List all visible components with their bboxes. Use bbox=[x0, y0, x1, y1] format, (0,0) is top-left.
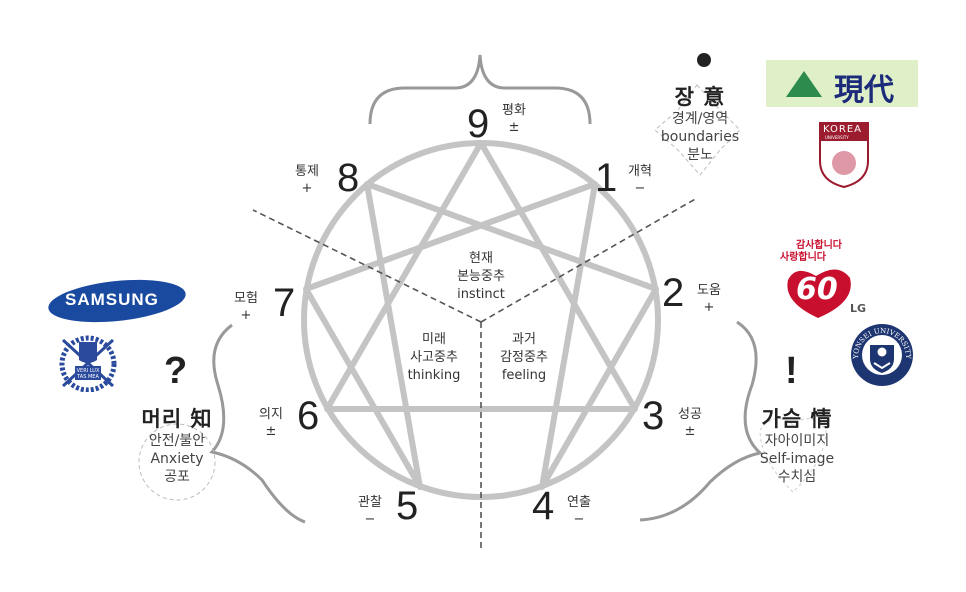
korea-university-logo: KOREA UNIVERSITY bbox=[818, 121, 870, 189]
point-5-sign: − bbox=[364, 512, 376, 527]
korea-shield-icon bbox=[819, 122, 869, 189]
point-9-number: 9 bbox=[467, 102, 490, 146]
feeling-en: feeling bbox=[501, 368, 547, 383]
heart-title: 가슴 情 bbox=[761, 407, 833, 431]
point-6-label: 의지 ± bbox=[259, 406, 283, 440]
thinking-en: thinking bbox=[407, 368, 461, 383]
head-line3: 공포 bbox=[164, 469, 190, 485]
instinct-en: instinct bbox=[457, 287, 505, 302]
point-6-sign: ± bbox=[265, 424, 277, 439]
point-7-sign: + bbox=[240, 308, 252, 323]
point-4-label: 연출 − bbox=[567, 494, 591, 528]
hyundai-logo: 現代 bbox=[766, 60, 918, 108]
heart-line1: 자아이미지 bbox=[764, 433, 830, 449]
instinct-time: 현재 bbox=[469, 251, 493, 266]
point-2-number: 2 bbox=[662, 271, 685, 315]
point-9-name: 평화 bbox=[502, 103, 526, 118]
point-7-name: 모험 bbox=[234, 291, 258, 306]
snu-emblem-icon bbox=[59, 335, 117, 393]
point-4-number: 4 bbox=[532, 484, 555, 528]
samsung-text: SAMSUNG bbox=[65, 290, 159, 309]
point-5-label: 관찰 − bbox=[358, 494, 382, 528]
point-3-label: 성공 ± bbox=[678, 406, 702, 440]
heart-group: 가슴 情 자아이미지 Self-image 수치심 bbox=[738, 406, 856, 486]
point-2-sign: + bbox=[703, 300, 715, 315]
triangle-9-3-6 bbox=[324, 140, 638, 412]
heart-line3: 수치심 bbox=[777, 469, 817, 485]
exclamation-mark-icon: ! bbox=[785, 350, 798, 392]
lg-heart-icon bbox=[787, 269, 851, 318]
point-1-label: 개혁 − bbox=[628, 163, 652, 197]
seoul-national-university-logo: VERI LUX TAS MEA bbox=[57, 332, 119, 393]
point-8-name: 통제 bbox=[295, 164, 319, 179]
point-1-number: 1 bbox=[595, 156, 618, 200]
gut-line2: boundaries bbox=[660, 129, 740, 145]
lg-line1: 감사합니다 bbox=[796, 240, 842, 251]
heart-line2: Self-image bbox=[759, 451, 835, 467]
snu-text: VERI LUX TAS MEA bbox=[76, 368, 100, 380]
gut-line3: 분노 bbox=[687, 147, 713, 163]
point-5-name: 관찰 bbox=[358, 495, 382, 510]
gut-line1: 경계/영역 bbox=[671, 111, 729, 127]
point-7-number: 7 bbox=[273, 281, 296, 325]
hyundai-triangle-icon bbox=[786, 71, 822, 97]
point-9-sign: ± bbox=[508, 120, 520, 135]
instinct-name: 본능중추 bbox=[457, 269, 505, 284]
gut-dashed-star bbox=[654, 84, 741, 176]
point-3-sign: ± bbox=[684, 424, 696, 439]
lg-number: 60 bbox=[796, 272, 838, 307]
point-8-number: 8 bbox=[337, 156, 360, 200]
hexad-1-4-2-8-5-7 bbox=[303, 181, 659, 490]
lg-line2: 사랑합니다 bbox=[780, 252, 826, 263]
lg-text: LG bbox=[850, 302, 867, 315]
brace-right bbox=[639, 320, 764, 522]
head-dashed-circle bbox=[138, 423, 216, 501]
head-title: 머리 知 bbox=[141, 407, 213, 431]
point-6-name: 의지 bbox=[259, 407, 283, 422]
point-4-sign: − bbox=[573, 512, 585, 527]
gut-dot-icon bbox=[697, 53, 711, 67]
hyundai-text: 現代 bbox=[834, 73, 894, 108]
brace-top bbox=[368, 54, 592, 125]
point-8-label: 통제 + bbox=[295, 163, 319, 197]
yonsei-seal-icon: YONSEI UNIVERSITY bbox=[851, 324, 913, 386]
lg-60-logo: 감사합니다 사랑합니다 60 LG bbox=[778, 240, 878, 318]
divider-upper-left bbox=[252, 209, 482, 323]
brace-left bbox=[209, 323, 306, 524]
point-1-name: 개혁 bbox=[628, 164, 652, 179]
point-1-sign: − bbox=[634, 181, 646, 196]
point-6-number: 6 bbox=[297, 394, 320, 438]
samsung-logo: SAMSUNG bbox=[47, 278, 187, 324]
gut-group: 장 意 경계/영역 boundaries 분노 bbox=[640, 84, 760, 164]
point-2-name: 도움 bbox=[697, 283, 721, 298]
point-7-label: 모험 + bbox=[234, 290, 258, 324]
divider-upper-right bbox=[480, 197, 698, 323]
point-8-sign: + bbox=[301, 181, 313, 196]
korea-sub-text: UNIVERSITY bbox=[825, 135, 849, 140]
heart-dashed-shape bbox=[759, 418, 827, 493]
feeling-name: 감정중추 bbox=[500, 350, 548, 365]
thinking-time: 미래 bbox=[422, 332, 446, 347]
head-line2: Anxiety bbox=[150, 451, 204, 467]
thinking-name: 사고중추 bbox=[410, 350, 458, 365]
yonsei-university-logo: YONSEI UNIVERSITY bbox=[850, 323, 914, 387]
feeling-time: 과거 bbox=[512, 332, 536, 347]
point-2-label: 도움 + bbox=[697, 282, 721, 316]
head-line1: 안전/불안 bbox=[148, 433, 206, 449]
point-3-number: 3 bbox=[642, 394, 665, 438]
point-4-name: 연출 bbox=[567, 495, 591, 510]
gut-title: 장 意 bbox=[674, 85, 726, 109]
point-5-number: 5 bbox=[396, 484, 419, 528]
korea-text: KOREA bbox=[823, 124, 862, 135]
head-group: 머리 知 안전/불안 Anxiety 공포 bbox=[118, 406, 236, 486]
samsung-ellipse-icon bbox=[48, 279, 186, 323]
question-mark-icon: ? bbox=[164, 350, 188, 392]
point-9-label: 평화 ± bbox=[502, 102, 526, 136]
point-3-name: 성공 bbox=[678, 407, 702, 422]
